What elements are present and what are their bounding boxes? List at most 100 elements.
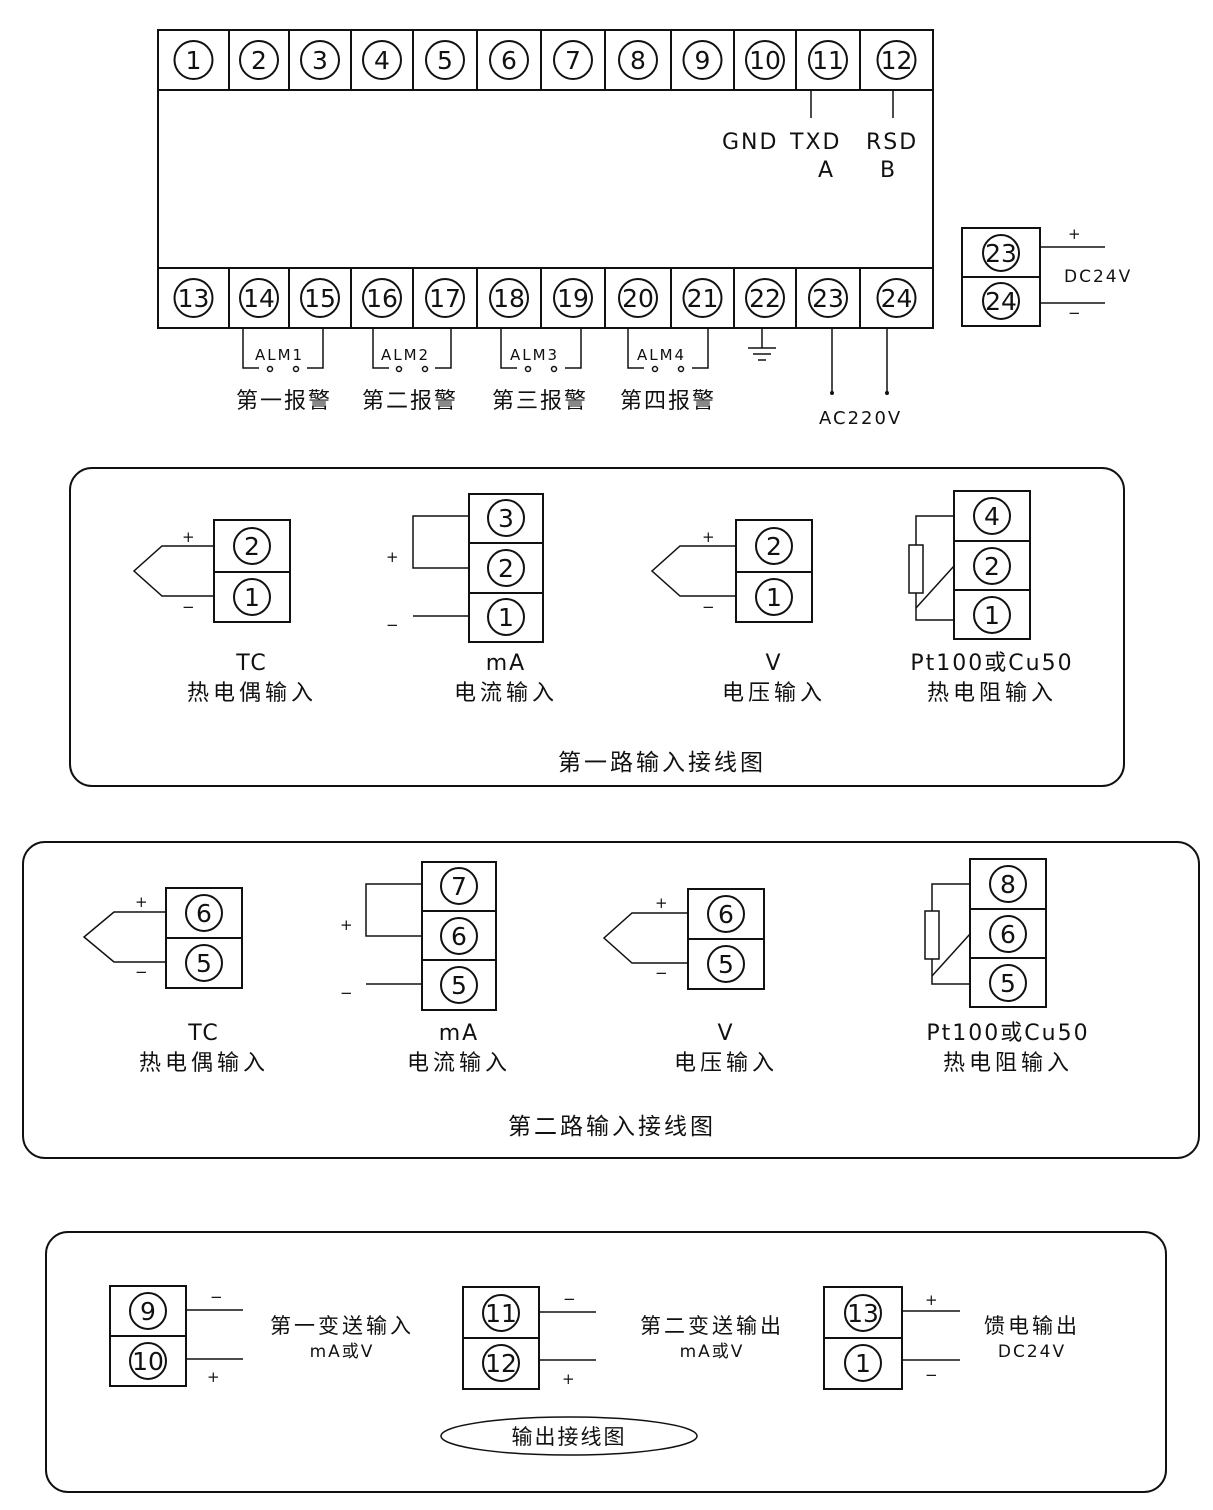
p1-tc-minus: − (182, 598, 197, 616)
feed-plus: + (925, 1291, 940, 1309)
p2-tc-minus: − (135, 963, 150, 981)
top-terminal-number: 5 (437, 46, 453, 75)
p2-v-wiring: 6 5 + − V 电压输入 (602, 888, 774, 1076)
p2-rtd-terminal-top: 8 (1000, 870, 1016, 899)
top-terminal-number: 11 (812, 46, 844, 75)
out1-terminal-bottom: 10 (132, 1347, 164, 1376)
p2-v-terminal-top: 6 (718, 900, 734, 929)
p1-ma-line1: mA (486, 651, 526, 676)
p2-ma-plus: + (340, 916, 355, 934)
out2-minus: − (563, 1290, 578, 1308)
input-panel-2: 6 5 + − TC 热电偶输入 7 6 5 + − mA 电流输入 (22, 841, 1200, 1159)
p2-v-minus: − (655, 964, 670, 982)
p2-ma-terminal-bottom: 5 (451, 971, 467, 1000)
bottom-terminal-ring (553, 278, 593, 318)
out1-plus: + (207, 1368, 222, 1386)
bottom-terminal-number: 24 (881, 284, 913, 313)
p2-rtd-line2: 热电阻输入 (943, 1051, 1073, 1076)
alarm-4-loop: ALM4 第四报警 (620, 328, 716, 414)
alarm-4-label: 第四报警 (620, 389, 716, 414)
bottom-terminal-number: 20 (622, 284, 654, 313)
top-terminal-number: 10 (749, 46, 781, 75)
p1-tc-line1: TC (235, 651, 268, 676)
bottom-terminal-ring (808, 278, 848, 318)
bottom-terminal-ring (682, 278, 723, 318)
out2-wiring: 11 12 − + 第二变送输出 mA或V (462, 1286, 781, 1390)
out2-terminal-top: 11 (485, 1299, 517, 1328)
output-title-oval (440, 1416, 698, 1456)
top-terminal-ring (173, 40, 214, 80)
alarm-2-tag: ALM2 (381, 346, 430, 364)
p1-rtd-line2: 热电阻输入 (927, 681, 1057, 706)
out1-line1: 第一变送输入 (270, 1314, 414, 1338)
b-label: B (880, 158, 897, 183)
top-terminal-ring (425, 40, 465, 80)
p1-ma-line2: 电流输入 (454, 681, 558, 706)
p1-ma-terminal-bottom: 1 (498, 603, 514, 632)
p2-ma-terminal-mid: 6 (451, 922, 467, 951)
feed-line1: 馈电输出 (984, 1314, 1080, 1338)
feed-wiring: 13 1 + − 馈电输出 DC24V (823, 1286, 1080, 1390)
p2-tc-line1: TC (187, 1021, 220, 1046)
bottom-terminal-ring (173, 278, 214, 318)
input-panel-1: 2 1 + − TC 热电偶输入 3 2 1 + − mA 电流输入 (69, 467, 1125, 787)
bottom-terminal-number: 22 (749, 284, 781, 313)
p1-rtd-wiring: 4 2 1 Pt100或Cu50 热电阻输入 (908, 490, 1072, 706)
top-terminal-ring (745, 40, 785, 80)
dc-minus-sign: − (1068, 304, 1083, 322)
p1-rtd-terminal-bottom: 1 (984, 601, 1000, 630)
dc-plus-sign: + (1068, 225, 1083, 243)
p1-rtd-terminal-mid: 2 (984, 552, 1000, 581)
top-terminal-ring (239, 40, 279, 80)
alarm-1-tag: ALM1 (255, 346, 304, 364)
bottom-terminal-ring (876, 278, 917, 318)
bottom-terminal-number: 21 (687, 284, 719, 313)
p1-v-terminal-top: 2 (766, 532, 782, 561)
dc24v-block: 23 24 + − DC24V (961, 225, 1130, 327)
p2-title: 第二路输入接线图 (508, 1114, 716, 1140)
bottom-terminal-ring (300, 278, 340, 318)
out2-terminal-bottom: 12 (485, 1349, 517, 1378)
bottom-terminal-ring (745, 278, 785, 318)
txd-label: TXD (789, 130, 841, 155)
p1-v-wiring: 2 1 + − V 电压输入 (650, 519, 822, 706)
out2-line2: mA或V (680, 1342, 745, 1362)
top-terminal-ring (618, 40, 658, 80)
top-terminal-ring (876, 40, 917, 80)
p1-tc-plus: + (182, 528, 197, 546)
bottom-terminal-number: 19 (557, 284, 589, 313)
p2-tc-line2: 热电偶输入 (139, 1051, 269, 1076)
p2-rtd-terminal-bottom: 5 (1000, 969, 1016, 998)
p2-ma-line2: 电流输入 (407, 1051, 511, 1076)
dc-terminal-23: 23 (985, 239, 1017, 268)
bottom-terminal-number: 23 (812, 284, 844, 313)
p1-v-minus: − (702, 598, 717, 616)
p1-v-terminal-bottom: 1 (766, 583, 782, 612)
p1-tc-line2: 热电偶输入 (187, 681, 317, 706)
p1-ma-plus: + (386, 548, 401, 566)
p2-tc-terminal-top: 6 (196, 899, 212, 928)
ground-icon (748, 328, 776, 361)
alarm-1-loop: ALM1 第一报警 (236, 328, 330, 414)
p2-rtd-terminal-mid: 6 (1000, 920, 1016, 949)
p1-ma-wiring: 3 2 1 + − mA 电流输入 (386, 493, 558, 706)
top-terminal-ring (362, 40, 402, 80)
p1-rtd-terminal-top: 4 (984, 502, 1000, 531)
p2-tc-wiring: 6 5 + − TC 热电偶输入 (82, 887, 269, 1076)
top-terminal-number: 7 (565, 46, 581, 75)
alarm-3-loop: ALM3 第三报警 (492, 328, 586, 414)
top-terminal-number: 9 (695, 46, 711, 75)
bottom-terminal-ring (239, 278, 279, 318)
bottom-terminal-number: 13 (178, 284, 210, 313)
bottom-terminal-number: 18 (493, 284, 525, 313)
bottom-terminal-number: 16 (366, 284, 398, 313)
p1-v-line1: V (765, 651, 782, 676)
a-label: A (818, 158, 835, 183)
top-terminal-ring (553, 40, 593, 80)
bottom-terminal-number: 17 (429, 284, 461, 313)
p1-tc-wiring: 2 1 + − TC 热电偶输入 (132, 519, 317, 706)
out1-line2: mA或V (310, 1342, 375, 1362)
